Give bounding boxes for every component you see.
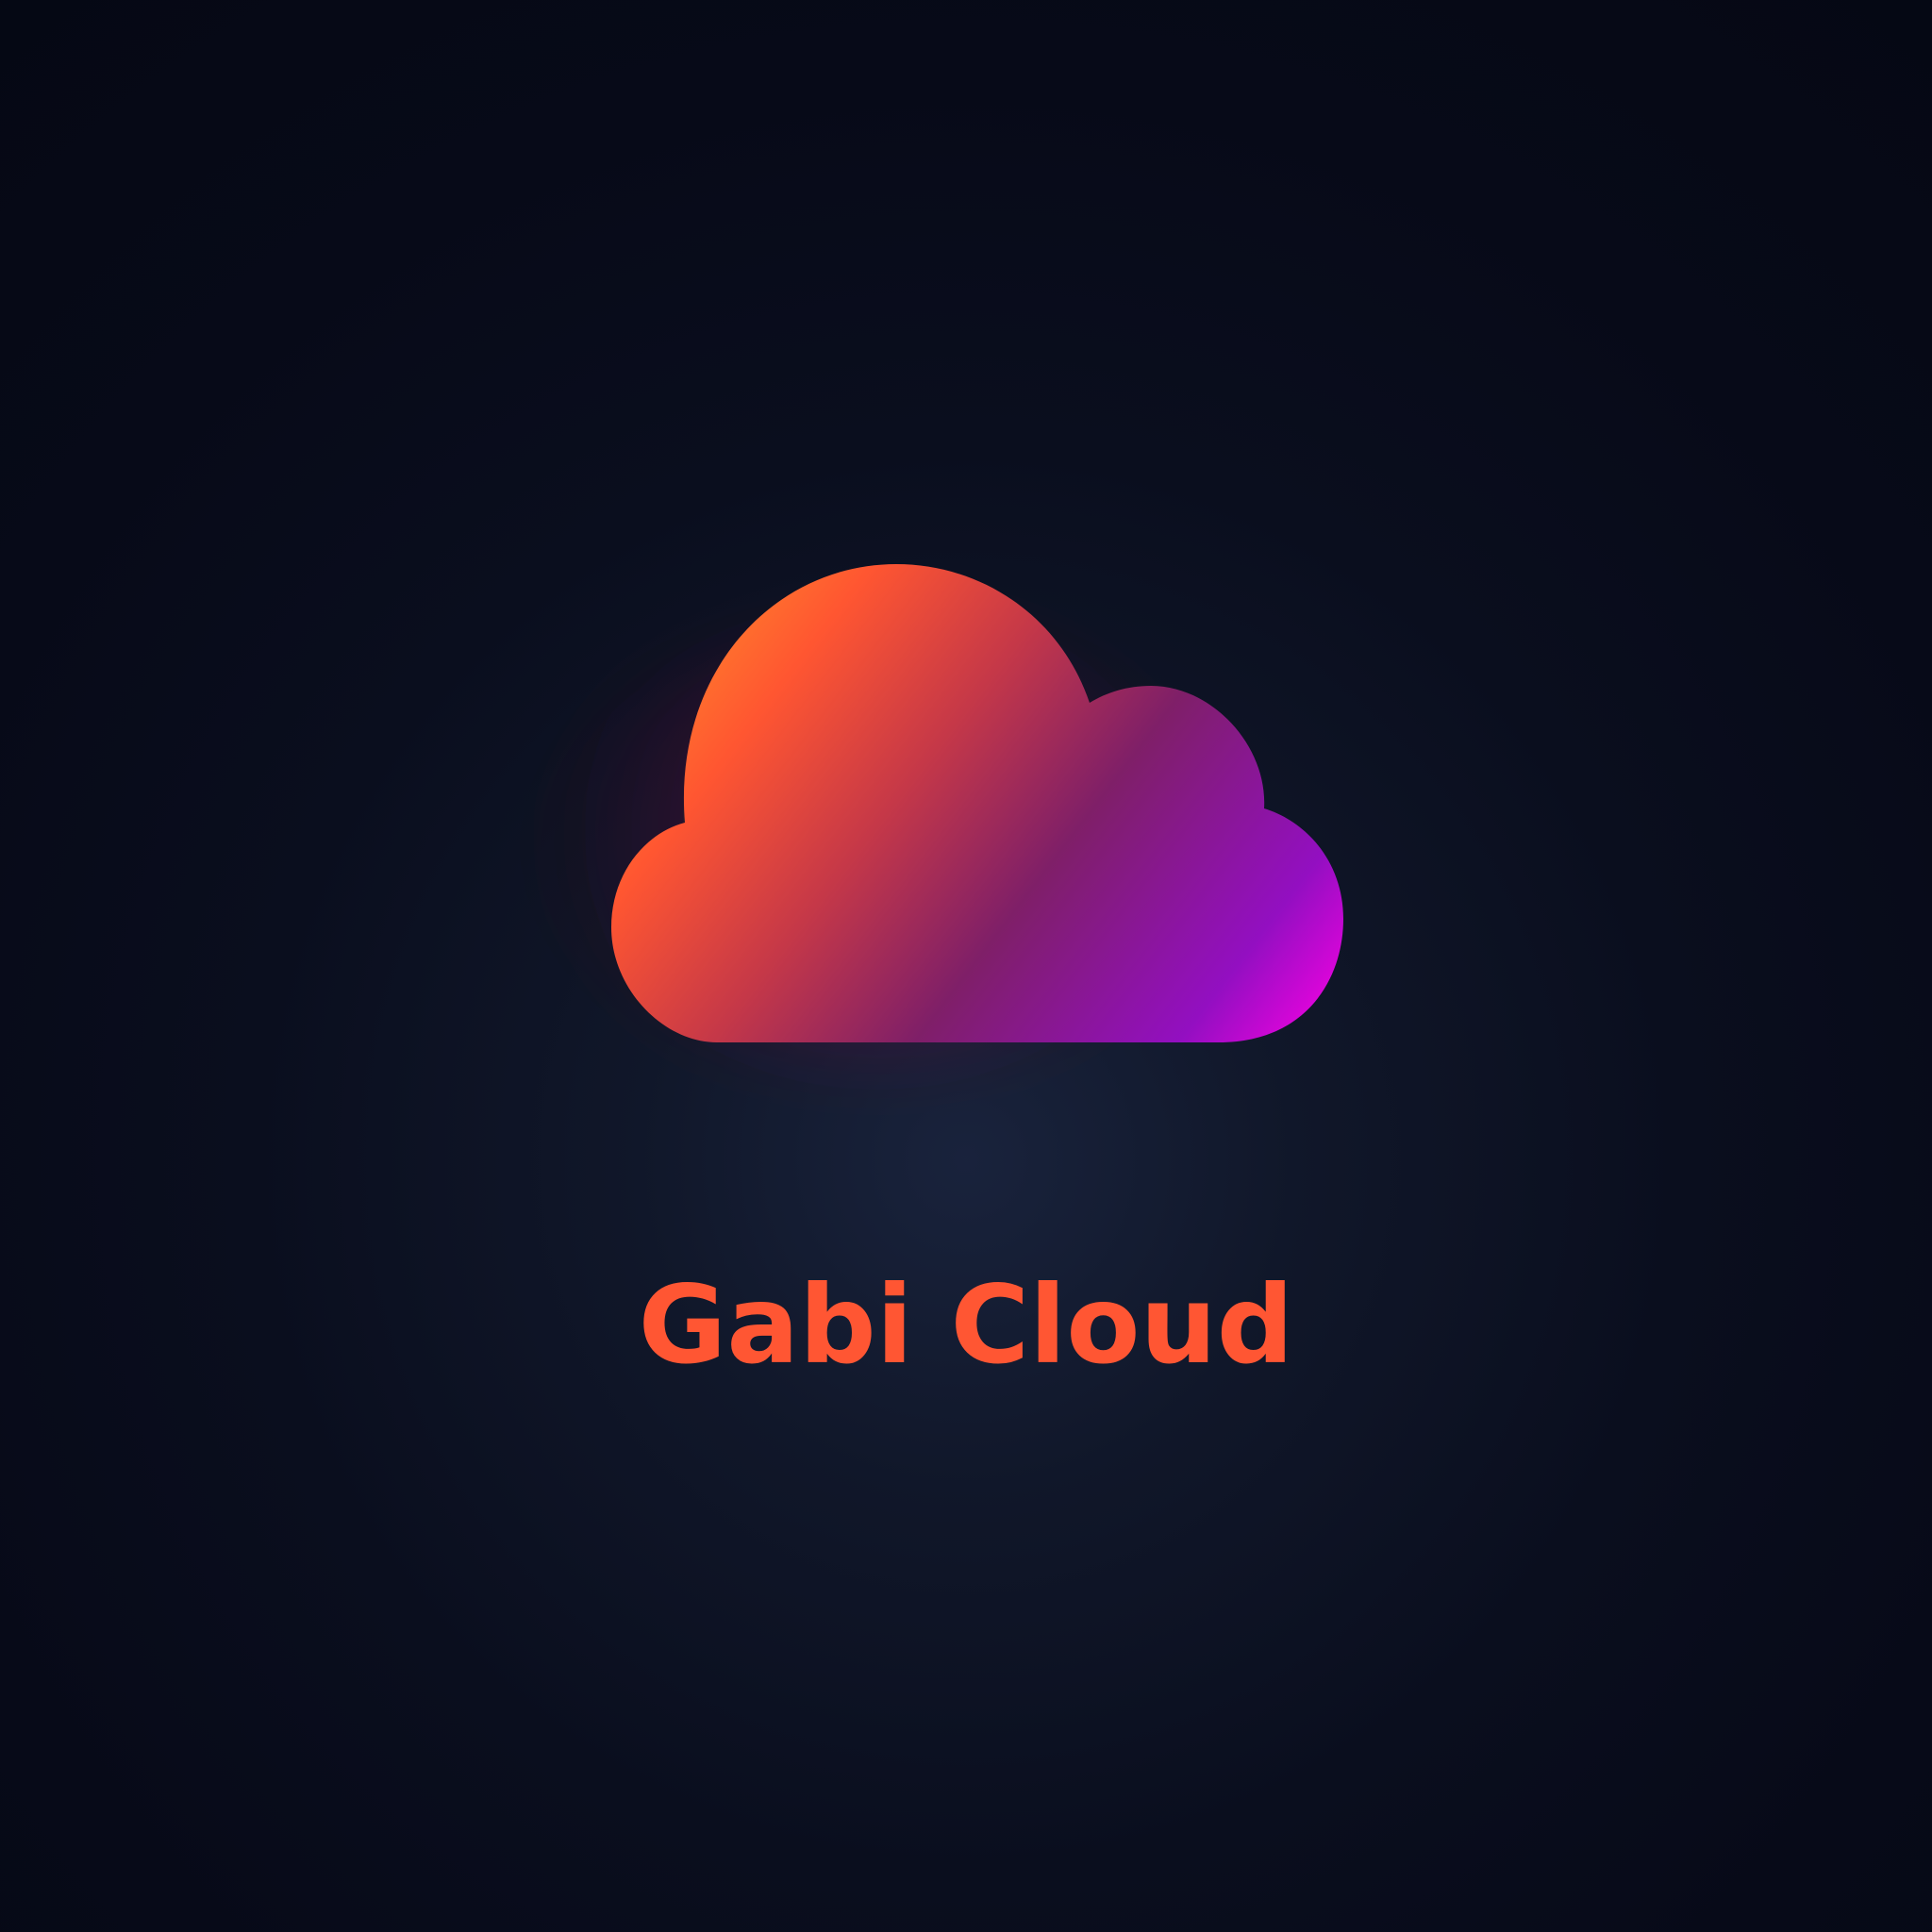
brand-name: Gabi Cloud xyxy=(638,1262,1294,1388)
